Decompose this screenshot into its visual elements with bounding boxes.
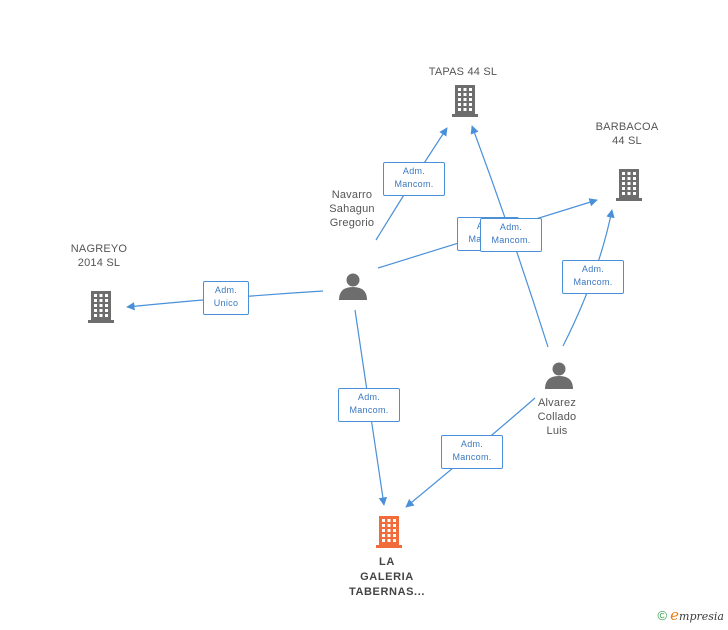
- copyright-symbol: ©: [657, 608, 668, 623]
- edge-label-line: Mancom.: [452, 452, 492, 462]
- edge-label-line: Mancom.: [349, 405, 389, 415]
- node-label-line: GALERIA: [360, 571, 414, 583]
- galeria-node-label[interactable]: LA GALERIA TABERNAS...: [349, 555, 425, 600]
- node-label-line: 2014 SL: [77, 257, 121, 269]
- edge-label-line: Adm.: [499, 222, 523, 232]
- alvarez-person-icon[interactable]: [545, 362, 573, 390]
- nagreyo-node-label[interactable]: NAGREYO 2014 SL: [71, 242, 127, 270]
- node-label-line: LA: [379, 556, 395, 568]
- edge-label-line: Adm.: [581, 264, 605, 274]
- edge-label-line: Adm.: [214, 285, 238, 295]
- edge-label-line: Adm.: [357, 392, 381, 402]
- edge-label-line: Mancom.: [573, 277, 613, 287]
- node-label-line: Sahagun: [329, 203, 375, 215]
- edge-label-line: Adm.: [460, 439, 484, 449]
- node-label-line: Collado: [537, 411, 577, 423]
- node-label-line: BARBACOA: [595, 121, 659, 133]
- galeria-building-icon[interactable]: [376, 516, 402, 548]
- barbacoa-node-label[interactable]: BARBACOA 44 SL: [596, 120, 659, 148]
- barbacoa-building-icon[interactable]: [616, 169, 642, 201]
- edge-label-navarro-to-nagreyo[interactable]: Adm. Unico: [203, 281, 249, 315]
- node-label-line: Navarro: [331, 189, 373, 201]
- node-label-line: TABERNAS...: [348, 586, 426, 598]
- edge-label-navarro-to-tapas[interactable]: Adm. Mancom.: [383, 162, 445, 196]
- node-label-line: NAGREYO: [70, 243, 128, 255]
- tapas-node-label[interactable]: TAPAS 44 SL: [429, 65, 497, 79]
- node-label-line: 44 SL: [612, 135, 642, 147]
- edge-label-alvarez-to-galeria[interactable]: Adm. Mancom.: [441, 435, 503, 469]
- edge-label-alvarez-to-barbacoa[interactable]: Adm. Mancom.: [562, 260, 624, 294]
- node-label-line: Luis: [546, 425, 568, 437]
- edge-label-line: Mancom.: [491, 235, 531, 245]
- node-label-line: Alvarez: [537, 397, 577, 409]
- tapas-building-icon[interactable]: [452, 85, 478, 117]
- brand-name: mpresia: [679, 610, 724, 623]
- node-label-line: Gregorio: [329, 217, 375, 229]
- edge-label-line: Adm.: [402, 166, 426, 176]
- edge-label-line: Mancom.: [394, 179, 434, 189]
- brand-initial: e: [670, 606, 680, 624]
- navarro-person-icon[interactable]: [339, 273, 367, 301]
- nagreyo-building-icon[interactable]: [88, 291, 114, 323]
- edge-label-alvarez-to-tapas[interactable]: Adm. Mancom.: [480, 218, 542, 252]
- icons-layer: [88, 85, 642, 548]
- edge-label-line: Unico: [213, 298, 239, 308]
- edges-layer: [126, 125, 615, 508]
- edge-label-navarro-to-galeria[interactable]: Adm. Mancom.: [338, 388, 400, 422]
- footer-brand: ©empresia: [658, 606, 724, 624]
- node-label-line: TAPAS 44 SL: [428, 66, 498, 78]
